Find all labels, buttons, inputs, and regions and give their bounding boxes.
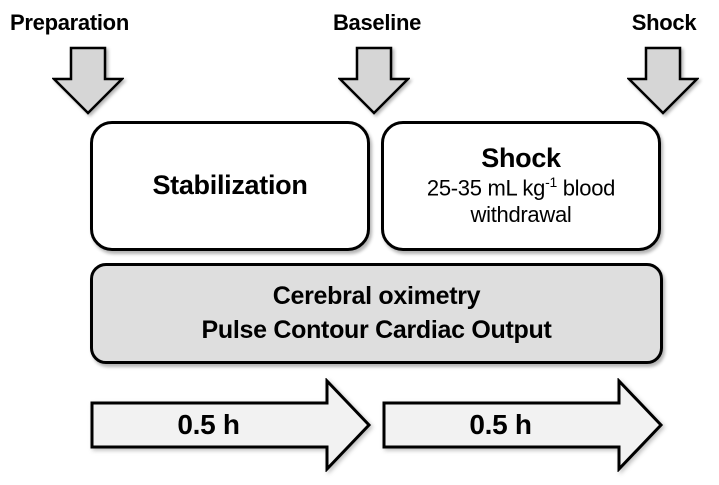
right-arrow-icon (382, 378, 664, 472)
phase-label-baseline: Baseline (332, 10, 422, 35)
shock-box-title: Shock (481, 142, 561, 173)
down-arrow-icon-baseline (338, 46, 410, 116)
timeline-arrow-segment-2: 0.5 h (382, 378, 664, 472)
monitoring-method-pulse-contour: Pulse Contour Cardiac Output (201, 315, 552, 344)
shock-phase-box: Shock 25-35 mL kg-1 blood withdrawal (381, 121, 661, 251)
stabilization-phase-box: Stabilization (90, 121, 370, 251)
segment-1-duration-label: 0.5 h (177, 409, 240, 440)
monitoring-method-cerebral-oximetry: Cerebral oximetry (272, 281, 481, 310)
phase-label-preparation: Preparation (10, 10, 129, 35)
blood-withdrawal-amount: 25-35 mL kg (426, 175, 546, 201)
stabilization-box-title: Stabilization (152, 170, 308, 201)
right-arrow-icon (90, 378, 372, 472)
monitoring-methods-box: Cerebral oximetry Pulse Contour Cardiac … (90, 263, 663, 364)
shock-box-detail: 25-35 mL kg-1 blood (426, 174, 616, 202)
timeline-arrow-segment-1: 0.5 h (90, 378, 372, 472)
segment-2-duration-label: 0.5 h (469, 409, 532, 440)
blood-withdrawal-unit-rest: blood (556, 175, 616, 201)
down-arrow-icon-shock (627, 46, 699, 116)
down-arrow-icon-preparation (52, 46, 124, 116)
phase-label-shock: Shock (631, 10, 697, 35)
superscript-exponent: -1 (545, 174, 557, 191)
shock-box-detail-line2: withdrawal (470, 202, 572, 228)
